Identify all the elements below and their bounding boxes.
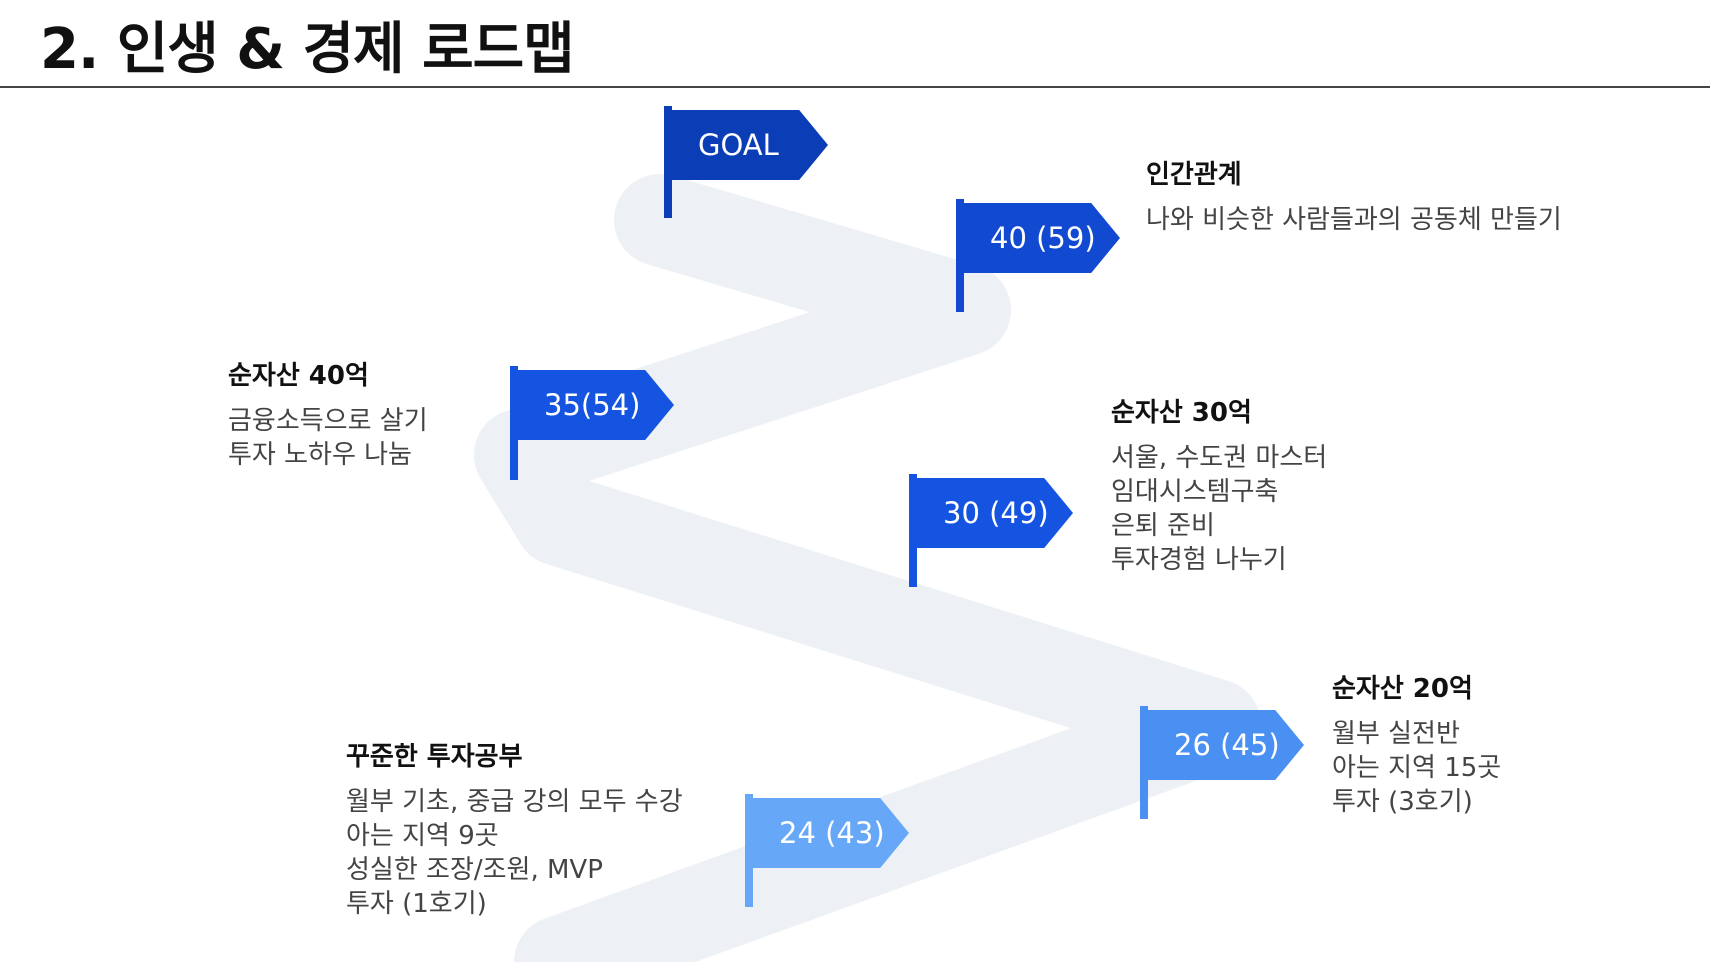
asset40-line: 금융소득으로 살기: [228, 406, 428, 437]
asset20-line: 아는 지역 15곳: [1332, 753, 1502, 784]
milestone-flag-24-banner: 24 (43): [749, 798, 909, 868]
milestone-flag-35-banner: 35(54): [514, 370, 674, 440]
study-block: 꾸준한 투자공부 월부 기초, 중급 강의 모두 수강 아는 지역 9곳 성실한…: [346, 742, 683, 921]
asset40-heading: 순자산 40억: [228, 361, 369, 391]
milestone-flag-26-banner: 26 (45): [1144, 710, 1304, 780]
asset20-line: 월부 실전반: [1332, 719, 1460, 750]
milestone-flag-30-banner: 30 (49): [913, 478, 1073, 548]
milestone-flag-40-label: 40 (59): [990, 221, 1096, 255]
goal-flag-label: GOAL: [698, 128, 779, 162]
goal-flag-banner: GOAL: [668, 110, 828, 180]
asset40-line: 투자 노하우 나눔: [228, 440, 412, 471]
milestone-flag-40-banner: 40 (59): [960, 203, 1120, 273]
asset20-heading: 순자산 20억: [1332, 674, 1473, 704]
asset30-line: 은퇴 준비: [1111, 511, 1215, 542]
study-line: 월부 기초, 중급 강의 모두 수강: [346, 787, 683, 818]
asset30-line: 임대시스템구축: [1111, 477, 1279, 508]
relations-line: 나와 비슷한 사람들과의 공동체 만들기: [1146, 205, 1562, 236]
asset30-block: 순자산 30억 서울, 수도권 마스터 임대시스템구축 은퇴 준비 투자경험 나…: [1111, 398, 1327, 577]
title-divider: [0, 86, 1710, 88]
page-title: 2. 인생 & 경제 로드맵: [40, 17, 575, 82]
milestone-flag-35-label: 35(54): [544, 388, 641, 422]
study-line: 아는 지역 9곳: [346, 821, 499, 852]
milestone-flag-26-label: 26 (45): [1174, 728, 1280, 762]
asset30-line: 서울, 수도권 마스터: [1111, 443, 1328, 474]
study-line: 성실한 조장/조원, MVP: [346, 855, 603, 886]
asset30-heading: 순자산 30억: [1111, 398, 1252, 428]
milestone-flag-24-label: 24 (43): [779, 816, 885, 850]
milestone-flag-30-label: 30 (49): [943, 496, 1049, 530]
relations-heading: 인간관계: [1146, 160, 1242, 190]
study-heading: 꾸준한 투자공부: [346, 742, 523, 772]
study-line: 투자 (1호기): [346, 889, 487, 920]
asset20-block: 순자산 20억 월부 실전반 아는 지역 15곳 투자 (3호기): [1332, 674, 1501, 819]
asset30-line: 투자경험 나누기: [1111, 545, 1287, 576]
asset40-block: 순자산 40억 금융소득으로 살기 투자 노하우 나눔: [228, 361, 428, 472]
relations-block: 인간관계 나와 비슷한 사람들과의 공동체 만들기: [1146, 160, 1562, 237]
asset20-line: 투자 (3호기): [1332, 787, 1473, 818]
